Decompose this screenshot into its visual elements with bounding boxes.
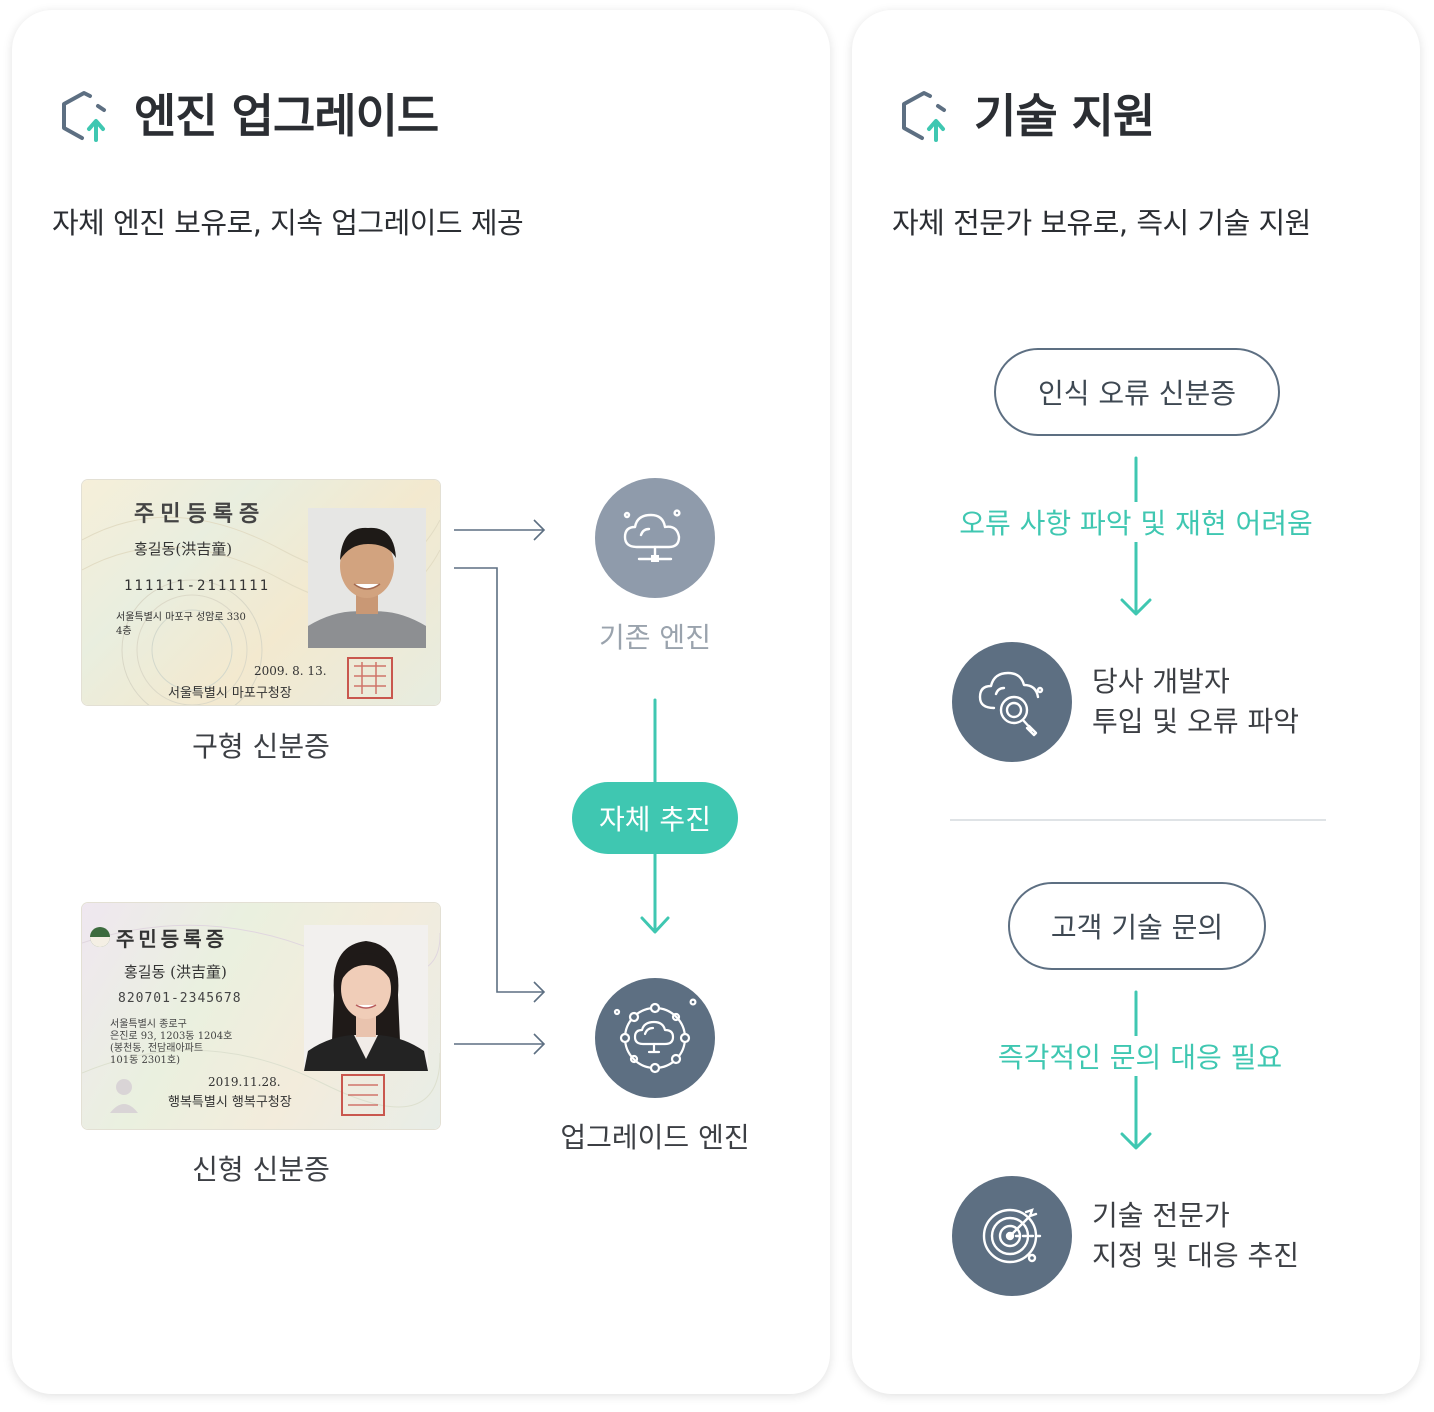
flow1-step-line2: 투입 및 오류 파악 — [1092, 705, 1300, 738]
engine-upgrade-panel: 엔진 업그레이드 자체 엔진 보유로, 지속 업그레이드 제공 주민등록증 홍길… — [12, 10, 830, 1394]
flow1-arrow-text: 오류 사항 파악 및 재현 어려움 — [936, 502, 1336, 542]
card-number: 111111-2111111 — [124, 578, 271, 594]
flow-lines — [950, 456, 1326, 1150]
new-id-card: 주민등록증 홍길동 (洪吉童) 820701-2345678 서울특별시 종로구… — [82, 903, 440, 1129]
old-card-caption: 구형 신분증 — [192, 730, 330, 763]
flow2-arrow-text: 즉각적인 문의 대응 필요 — [956, 1036, 1324, 1076]
official-seal-icon — [341, 1074, 385, 1116]
card-date: 2009. 8. 13. — [254, 664, 327, 678]
upgrade-hexagon-icon — [62, 91, 106, 142]
existing-engine-circle — [595, 478, 715, 598]
id-photo-male — [308, 508, 426, 648]
card-guilloche-new — [82, 924, 440, 1108]
ghost-photo-icon — [110, 1079, 138, 1113]
cloud-network-icon — [623, 509, 681, 562]
card-address-line3: (봉천동, 전담래아파트 — [110, 1043, 204, 1054]
official-seal-icon — [347, 657, 393, 699]
upgrade-engine-circle — [595, 978, 715, 1098]
panel-title: 엔진 업그레이드 — [134, 89, 439, 143]
existing-engine-label: 기존 엔진 — [599, 621, 711, 654]
card-date: 2019.11.28. — [208, 1075, 281, 1089]
new-card-caption: 신형 신분증 — [192, 1153, 330, 1186]
upgrade-hexagon-icon — [902, 91, 946, 142]
flow2-step-line2: 지정 및 대응 추진 — [1092, 1239, 1300, 1272]
flow2-icon-circle — [952, 1176, 1072, 1296]
card-address-line2: 4층 — [116, 626, 132, 637]
card-issuer: 행복특별시 행복구청장 — [168, 1095, 292, 1110]
arrow-right-icon — [454, 567, 544, 993]
flow2-step-line1: 기술 전문가 — [1092, 1199, 1230, 1232]
card-issuer: 서울특별시 마포구청장 — [168, 686, 292, 701]
panel-subtitle: 자체 엔진 보유로, 지속 업그레이드 제공 — [52, 206, 524, 240]
card-name: 홍길동(洪吉童) — [134, 540, 233, 558]
tech-support-panel: 기술 지원 자체 전문가 보유로, 즉시 기술 지원 인식 오류 신분증 오류 … — [852, 10, 1420, 1394]
old-id-card: 주민등록증 홍길동(洪吉童) 111111-2111111 서울특별시 마포구 … — [82, 480, 440, 705]
panel-title: 기술 지원 — [974, 89, 1155, 143]
card-address: 서울특별시 마포구 성암로 330 — [116, 612, 246, 623]
flow1-pill: 인식 오류 신분증 — [994, 348, 1280, 436]
flow1-icon-circle — [952, 642, 1072, 762]
card-address-line4: 101동 2301호) — [110, 1055, 181, 1066]
id-photo-female — [304, 925, 428, 1071]
upgrade-engine-label: 업그레이드 엔진 — [560, 1121, 750, 1154]
connector-lines — [454, 519, 670, 1055]
arrow-down-icon — [1120, 598, 1152, 616]
arrow-down-icon — [1120, 1132, 1152, 1150]
card-address-line2: 은진로 93, 1203동 1204호 — [110, 1031, 233, 1042]
target-icon — [982, 1208, 1046, 1264]
panel-subtitle: 자체 전문가 보유로, 즉시 기술 지원 — [892, 206, 1311, 240]
cloud-network-hub-icon — [613, 998, 697, 1074]
flow2-pill: 고객 기술 문의 — [1008, 882, 1266, 970]
flow1-step-line1: 당사 개발자 — [1092, 665, 1230, 698]
card-address: 서울특별시 종로구 — [110, 1019, 187, 1030]
self-drive-badge: 자체 추진 — [572, 782, 738, 854]
card-name: 홍길동 (洪吉童) — [124, 963, 227, 981]
card-heading: 주민등록증 — [134, 501, 266, 527]
cloud-search-icon — [978, 671, 1044, 737]
card-heading: 주민등록증 — [116, 927, 228, 951]
card-number: 820701-2345678 — [118, 991, 242, 1006]
